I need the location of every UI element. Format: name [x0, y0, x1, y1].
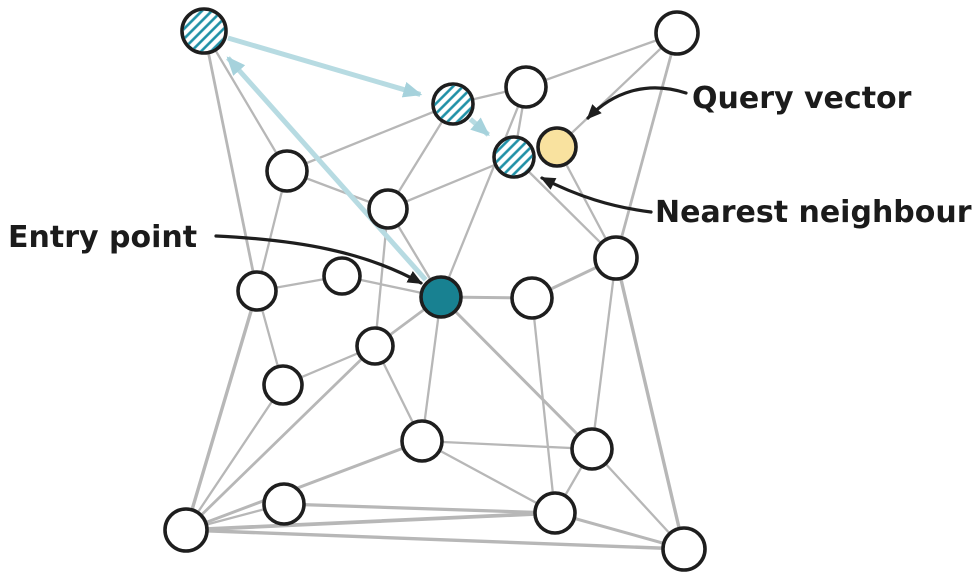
entry-point-label: Entry point	[8, 220, 198, 255]
graph-edge	[202, 29, 289, 173]
visited-node-1	[180, 7, 228, 55]
graph-edge	[184, 344, 377, 532]
entry-point-node	[419, 275, 463, 319]
annotation-arrows	[214, 86, 688, 285]
graph-edge	[184, 383, 285, 532]
graph-node-7	[510, 276, 554, 320]
graph-edge	[524, 31, 679, 89]
search-path-arrow	[468, 117, 490, 137]
graph-edge	[614, 256, 686, 551]
graph-node-7-circle	[510, 276, 554, 320]
graph-node-16	[661, 526, 707, 572]
graph-node-1	[654, 10, 700, 56]
nearest-neighbour-node	[492, 135, 536, 179]
graph-node-9	[355, 326, 395, 366]
graph-node-12	[570, 427, 614, 471]
graph-node-3	[265, 149, 309, 193]
search-path-arrow	[227, 35, 423, 98]
graph-node-13	[262, 482, 306, 526]
graph-node-14	[163, 507, 209, 553]
graph-node-9-circle	[355, 326, 395, 366]
graph-edge	[614, 31, 679, 260]
graph-node-10	[262, 364, 304, 406]
graph-node-2	[504, 65, 548, 109]
query-vector-label: Query vector	[692, 81, 912, 116]
visited-node-1-hatch-fill	[183, 10, 225, 52]
graph-edge	[285, 102, 455, 173]
graph-node-8	[593, 235, 639, 281]
entry-annotation-arrow	[214, 234, 423, 285]
graph-edge	[202, 29, 259, 293]
graph-node-14-circle	[163, 507, 209, 553]
nearest-neighbour-label: Nearest neighbour	[655, 195, 972, 230]
graph-edge	[530, 296, 557, 515]
graph-edge	[590, 256, 618, 451]
graph-node-2-circle	[504, 65, 548, 109]
graph-node-15	[533, 491, 577, 535]
nearest-annotation-arrow	[540, 176, 653, 214]
graph-edge	[420, 439, 594, 451]
graph-node-3-circle	[265, 149, 309, 193]
query-vector-node-circle	[536, 126, 578, 168]
entry-point-node-circle	[419, 275, 463, 319]
graph-node-4	[367, 188, 409, 230]
visited-node-2	[431, 82, 475, 126]
graph-edge	[420, 439, 557, 515]
nearest-neighbour-node-hatch-fill	[495, 138, 533, 176]
graph-edge	[184, 289, 259, 532]
graph-edge	[184, 528, 686, 551]
search-path-arrows	[226, 35, 490, 282]
graph-node-1-circle	[654, 10, 700, 56]
visited-node-2-hatch-fill	[434, 85, 472, 123]
graph-node-16-circle	[661, 526, 707, 572]
graph-edge	[512, 155, 618, 260]
graph-node-6-circle	[236, 270, 278, 312]
graph-node-12-circle	[570, 427, 614, 471]
graph-edge	[555, 31, 679, 149]
graph-edge	[439, 85, 528, 299]
graph-edge	[184, 511, 557, 532]
graph-edge	[184, 439, 424, 532]
query-annotation-arrow	[586, 86, 688, 120]
query-vector-node	[536, 126, 578, 168]
search-path-arrow	[226, 56, 428, 282]
graph-node-10-circle	[262, 364, 304, 406]
graph-nodes	[163, 7, 707, 572]
graph-node-11-circle	[400, 419, 444, 463]
graph-node-5-circle	[322, 256, 362, 296]
graph-node-6	[236, 270, 278, 312]
graph-node-15-circle	[533, 491, 577, 535]
graph-edge	[420, 295, 443, 443]
graph-node-5	[322, 256, 362, 296]
graph-node-11	[400, 419, 444, 463]
graph-edge	[282, 502, 557, 515]
graph-node-13-circle	[262, 482, 306, 526]
graph-edge	[439, 295, 594, 451]
graph-node-8-circle	[593, 235, 639, 281]
graph-node-4-circle	[367, 188, 409, 230]
